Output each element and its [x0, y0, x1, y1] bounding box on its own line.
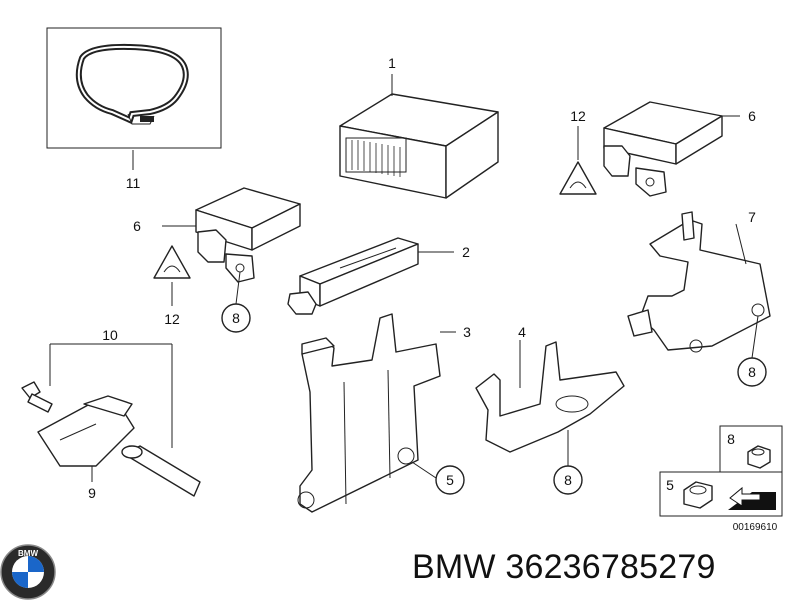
label-5: 5	[446, 472, 454, 488]
label-12-right: 12	[570, 108, 586, 124]
control-unit-part-1	[339, 93, 499, 199]
sensor-screw	[21, 381, 53, 413]
nut-icon	[747, 445, 771, 469]
antenna-part-6-right	[603, 101, 723, 197]
valve-stem	[121, 445, 201, 497]
leader-8-a	[235, 271, 241, 305]
holder-part-3	[297, 313, 441, 513]
label-6-left: 6	[133, 218, 141, 234]
label-2: 2	[462, 244, 470, 260]
brand-name: BMW	[412, 548, 496, 586]
diagram-number: 00169610	[733, 522, 778, 533]
leader-7	[735, 223, 747, 265]
label-12-left: 12	[164, 311, 180, 327]
leader-8-b	[751, 315, 759, 359]
antenna-part-6-left	[195, 187, 301, 283]
warning-triangle-icon	[153, 245, 191, 279]
legend-label-8: 8	[727, 431, 735, 447]
part-number: 36236785279	[505, 548, 716, 586]
legend-box: 8 5 00169610	[659, 425, 783, 533]
nut-icon	[683, 481, 713, 509]
bmw-logo: BMW	[0, 544, 56, 600]
callout-circle-8-b	[737, 357, 767, 387]
holder-part-4	[475, 341, 625, 453]
label-6-right: 6	[748, 108, 756, 124]
arrow-marker-icon	[728, 492, 776, 510]
logo-text: BMW	[18, 549, 38, 558]
label-11: 11	[126, 175, 141, 191]
label-10: 10	[102, 327, 118, 343]
tire-frame	[46, 27, 222, 149]
label-1: 1	[388, 55, 396, 71]
sensor-part-9	[37, 395, 135, 467]
label-4: 4	[518, 324, 526, 340]
callout-circle-8-a	[221, 303, 251, 333]
callout-circle-8-c	[553, 465, 583, 495]
legend-label-5: 5	[666, 477, 674, 493]
label-8-a: 8	[232, 310, 240, 326]
label-9: 9	[88, 485, 96, 501]
warning-triangle-icon	[559, 161, 597, 195]
leader-5	[411, 461, 437, 479]
label-8-c: 8	[564, 472, 572, 488]
module-part-2	[287, 237, 419, 315]
label-8-b: 8	[748, 364, 756, 380]
part-number-title: BMW 36236785279	[412, 548, 716, 587]
label-7: 7	[748, 209, 756, 225]
bracket-part-7	[627, 211, 771, 353]
label-3: 3	[463, 324, 471, 340]
callout-circle-5	[435, 465, 465, 495]
tire-part-11	[75, 43, 189, 125]
